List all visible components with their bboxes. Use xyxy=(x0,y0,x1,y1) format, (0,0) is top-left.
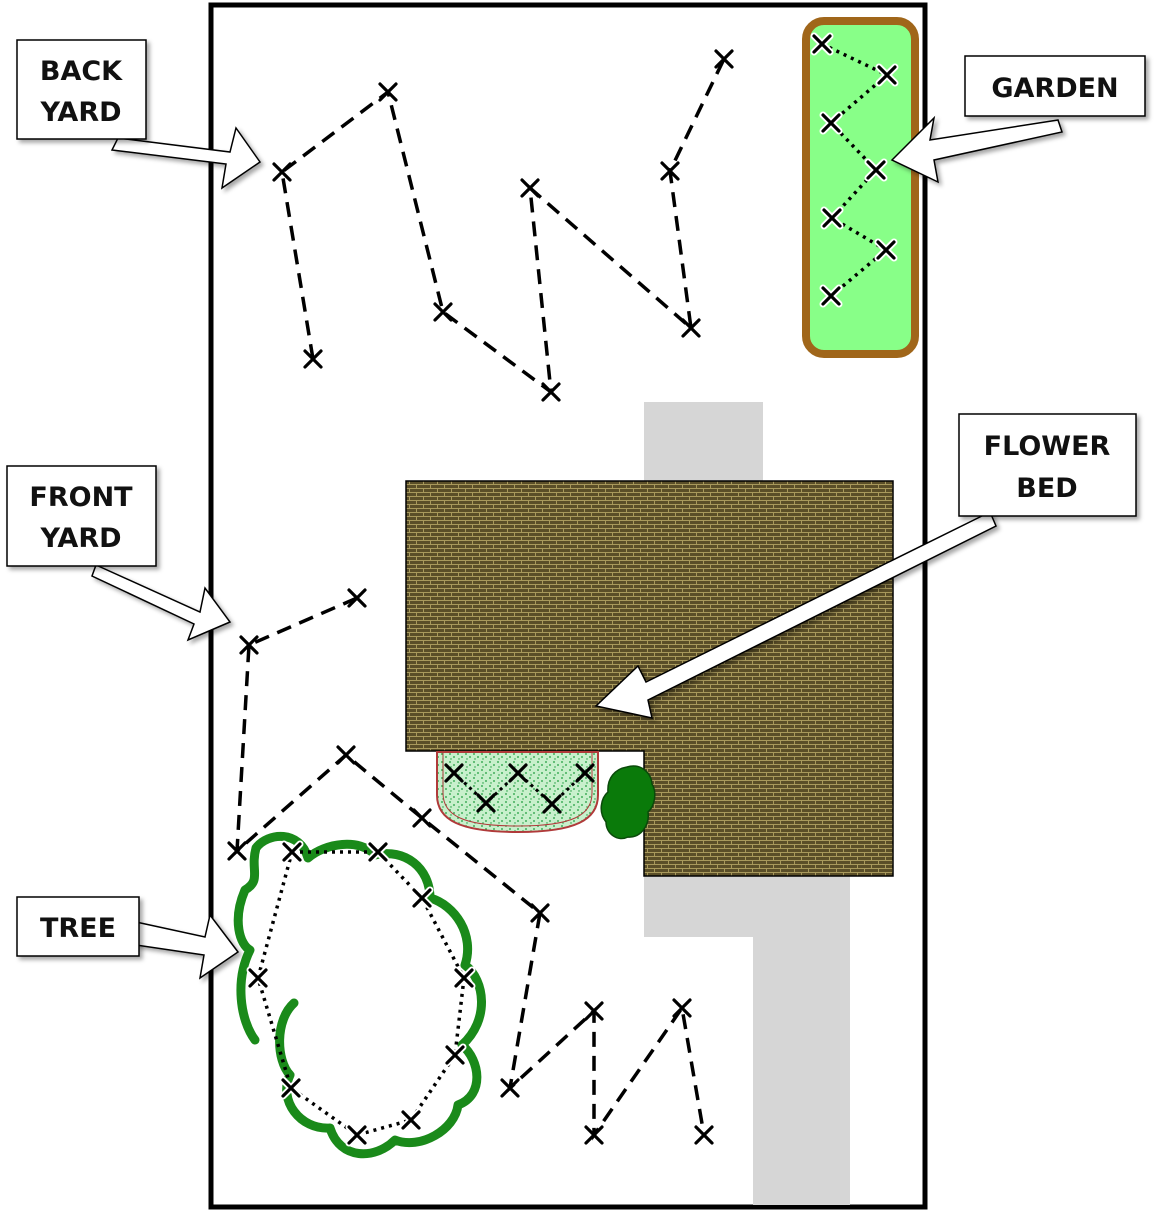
garden-sample-point-x-icon xyxy=(820,206,844,230)
garden-sample-point-x-icon xyxy=(810,32,834,56)
front-yard-sample-point-x-icon xyxy=(500,1078,520,1098)
back-yard-sample-point-x-icon xyxy=(520,178,540,198)
back-yard-sample-point-x-icon xyxy=(303,349,323,369)
garden-sample-point-x-icon xyxy=(819,111,843,135)
front-yard-sample-point-x-icon xyxy=(227,841,247,861)
front-yard-sample-point-x-icon xyxy=(672,998,692,1018)
back-yard-label-line1: BACK xyxy=(40,56,123,87)
back-yard-sample-point-x-icon xyxy=(272,162,292,182)
flower-bed-arrow xyxy=(594,510,997,719)
back-yard-label-line2: YARD xyxy=(39,97,121,128)
front-yard-sample-point-x-icon xyxy=(530,903,550,923)
garden-sample-point-x-icon xyxy=(864,158,888,182)
garden-arrow xyxy=(890,115,1063,184)
house xyxy=(405,480,894,877)
tree-sample-point-x-icon xyxy=(279,1076,303,1100)
front-yard-label-line1: FRONT xyxy=(29,482,133,513)
flower-bed-path xyxy=(452,770,587,807)
front-yard-sample-point-x-icon xyxy=(694,1125,714,1145)
front-yard-arrow xyxy=(91,563,232,642)
tree-sample-point-x-icon xyxy=(452,966,476,990)
tree-sample-point-x-icon xyxy=(280,840,304,864)
tree-sample-point-x-icon xyxy=(345,1123,369,1147)
tree-sample-point-x-icon xyxy=(246,966,270,990)
tree-label: TREE xyxy=(40,913,116,944)
sample-points xyxy=(227,32,899,1147)
flower-bed-sample-point-x-icon xyxy=(508,763,528,783)
front-yard-sample-point-x-icon xyxy=(584,1001,604,1021)
tree-canopy xyxy=(233,832,486,1159)
driveway xyxy=(644,402,850,1205)
front-yard-label-box xyxy=(6,465,157,567)
tree-sample-point-x-icon xyxy=(399,1108,423,1132)
flower-bed-label-line1: FLOWER xyxy=(984,431,1111,462)
garden-sample-point-x-icon xyxy=(875,63,899,87)
tree-arrow xyxy=(135,913,240,980)
back-yard-sample-point-x-icon xyxy=(660,161,680,181)
flower-bed-sample-point-x-icon xyxy=(575,763,595,783)
back-yard-sample-point-x-icon xyxy=(433,302,453,322)
front-yard-sample-point-x-icon xyxy=(347,588,367,608)
tree-label-box xyxy=(16,896,140,957)
flower-bed-sample-point-x-icon xyxy=(476,793,496,813)
tree-sample-point-x-icon xyxy=(410,886,434,910)
back-yard-sample-point-x-icon xyxy=(378,82,398,102)
garden-label-box xyxy=(964,55,1146,117)
flower-bed-inner-edge xyxy=(442,752,593,827)
flower-bed-label-box xyxy=(958,413,1137,517)
front-yard-path xyxy=(235,596,706,1141)
garden-sample-point-x-icon xyxy=(819,284,843,308)
back-yard-sample-point-x-icon xyxy=(541,382,561,402)
flower-bed-sample-point-x-icon xyxy=(542,794,562,814)
garden-label: GARDEN xyxy=(991,73,1118,104)
front-yard-sample-point-x-icon xyxy=(336,745,356,765)
flower-bed-sample-point-x-icon xyxy=(444,763,464,783)
back-yard-sample-point-x-icon xyxy=(681,318,701,338)
tree-sample-point-x-icon xyxy=(366,840,390,864)
back-yard-label-box xyxy=(16,39,147,140)
back-yard-sample-point-x-icon xyxy=(714,49,734,69)
garden-sample-point-x-icon xyxy=(874,238,898,262)
front-yard-sample-point-x-icon xyxy=(239,635,259,655)
front-yard-sample-point-x-icon xyxy=(584,1125,604,1145)
flower-bed-label-line2: BED xyxy=(1016,473,1077,504)
bush xyxy=(600,765,656,840)
front-yard-label-line2: YARD xyxy=(39,523,121,554)
front-yard-sample-point-x-icon xyxy=(412,808,432,828)
tree-sample-point-x-icon xyxy=(443,1043,467,1067)
back-yard-arrow xyxy=(110,126,262,190)
